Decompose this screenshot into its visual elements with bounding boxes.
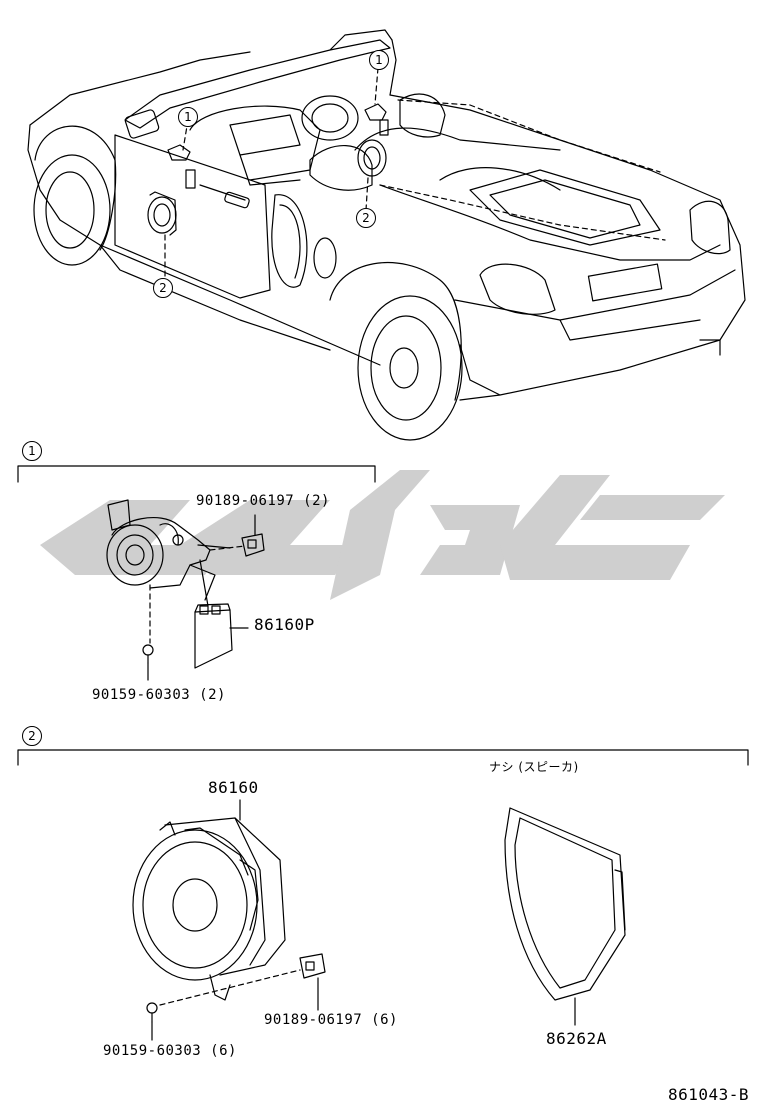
bracket-clip-part-number: 90189-06197 (2) (196, 493, 330, 509)
callout-1-left: 1 (178, 107, 198, 127)
clip-part-number-2: 90189-06197 (6) (264, 1012, 398, 1028)
screw-1 (142, 644, 154, 664)
door-speaker-illustration (132, 817, 286, 1001)
screw-part-number-1: 90159-60303 (2) (92, 687, 226, 703)
tweeter-part-number: 86160P (254, 615, 315, 634)
tweeter-connector (194, 603, 233, 669)
speaker-part-number: 86160 (208, 778, 259, 797)
figure-code: 861043-B (668, 1085, 750, 1104)
speaker-clip (299, 953, 326, 979)
callout-1-right: 1 (369, 50, 389, 70)
car-illustration (27, 29, 746, 441)
screw-part-number-2: 90159-60303 (6) (103, 1043, 237, 1059)
section-2-index: 2 (22, 726, 42, 746)
screw-2 (146, 1002, 158, 1023)
spacer-illustration (504, 807, 626, 1001)
watermark-logo (40, 470, 725, 600)
callout-2-right: 2 (356, 208, 376, 228)
no-spacer-note: ナシ (スピーカ) (489, 760, 579, 774)
section-2-bracket (17, 749, 749, 766)
callout-2-left: 2 (153, 278, 173, 298)
section-1-index: 1 (22, 441, 42, 461)
tweeter-illustration (106, 499, 231, 607)
spacer-part-number: 86262A (546, 1029, 607, 1048)
section-1-bracket (17, 465, 376, 483)
